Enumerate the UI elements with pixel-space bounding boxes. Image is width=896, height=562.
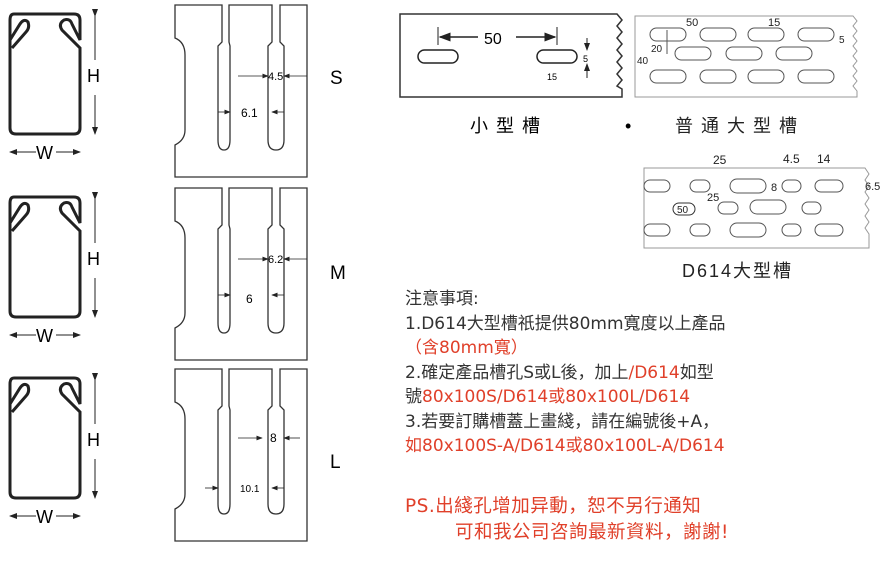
slot-comb-diagram [174,4,308,178]
size-label: M [330,263,346,284]
dim-b: 10.1 [240,484,260,495]
dim-4-5: 4.5 [783,152,800,166]
trough-cross-section [8,12,82,136]
dim-50: 50 [677,205,689,216]
note-3: 3.若要訂購槽蓋上畫綫，請在編號後+A， [405,411,720,432]
height-label: H [87,66,100,86]
height-label: H [87,430,100,450]
dim-8: 8 [771,182,777,194]
dim-14: 14 [817,152,831,166]
normal-large-trough-diagram: 50 15 5 20 40 普通大型槽 [634,15,858,136]
height-label: 40 [637,56,649,67]
notes-block: 注意事項: 1.D614大型槽祇提供80mm寬度以上產品 （含80mm寬） 2.… [405,287,726,459]
dim-25: 25 [713,153,727,167]
size-label: L [330,452,341,473]
slot-length-label: 15 [547,72,557,82]
ps-line-1: PS.出綫孔增加异動，恕不另行通知 [405,496,702,517]
row-gap-label: 20 [651,44,663,55]
pitch-label: 50 [484,31,502,48]
note-2-text-end: 如型 [679,362,714,383]
dim-a: 6.2 [268,254,283,266]
slot-height-label: 5 [583,54,588,64]
row-s: H W 4.5 6.1 S [8,4,343,178]
size-label: S [330,68,343,89]
note-2-models: 80x100S/D614或80x100L/D614 [422,387,691,407]
bullet: • [625,116,631,136]
note-2-prefix: 號 [405,387,422,407]
width-label: W [36,143,53,163]
ps-block: PS.出綫孔增加异動，恕不另行通知 可和我公司咨詢最新資料，謝謝! [405,494,729,546]
d614-caption: D614大型槽 [682,261,793,281]
dim-b: 6 [246,292,253,306]
normal-large-caption: 普通大型槽 [675,116,805,136]
dim-a: 4.5 [268,71,283,83]
slot-length-label: 15 [768,17,780,29]
note-2: 2.確定產品槽孔S或L後，加上/D614如型 [405,361,726,386]
notes-title: 注意事項: [405,289,479,309]
note-3-example: 如80x100S-A/D614或80x100L-A/D614 [405,436,725,456]
d614-diagram: 25 4.5 14 8 6.5 25 50 D614大型槽 [643,152,880,281]
note-1-sub: （含80mm寬） [405,338,528,358]
dim-b: 6.1 [241,106,258,120]
width-label: W [36,326,53,346]
dim-25-b: 25 [707,192,719,204]
ps-line-2: 可和我公司咨詢最新資料，謝謝! [455,522,729,543]
slot-height-label: 5 [839,35,845,46]
note-1: 1.D614大型槽祇提供80mm寬度以上產品 [405,313,726,334]
row-l: H W 8 10.1 L [8,368,341,542]
height-label: H [87,249,100,269]
small-trough-diagram: 50 5 15 小型槽 • [399,13,631,136]
dim-6-5: 6.5 [865,181,880,193]
small-trough-caption: 小型槽 [470,116,548,136]
note-2-text: 2.確定產品槽孔S或L後，加上 [405,362,629,383]
row-m: H W 6.2 6 M [8,187,346,361]
note-2-suffix: /D614 [628,362,680,383]
width-label: W [36,507,53,527]
pitch-label: 50 [686,17,698,29]
note-2-example: 號80x100S/D614或80x100L/D614 [405,385,726,410]
dim-a: 8 [270,431,277,445]
